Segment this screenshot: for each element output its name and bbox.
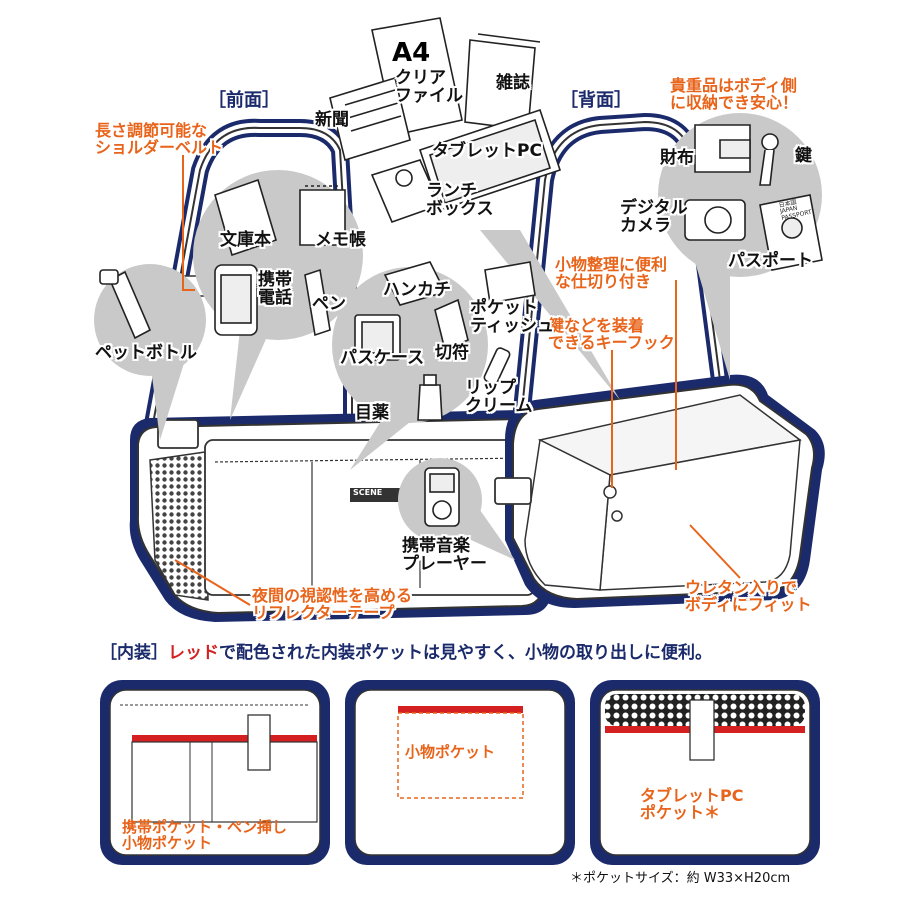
handkerchief-label: ハンカチ: [383, 280, 451, 300]
label-line: 電話: [258, 287, 292, 308]
label-line: プレーヤー: [402, 553, 487, 574]
interior-heading: ［内装］レッドで配色された内装ポケットは見やすく、小物の取り出しに便利。: [100, 643, 712, 663]
interior-red-word: レッド: [168, 643, 219, 663]
callout-line: 長さ調節可能な: [95, 121, 208, 140]
lunch-box-icon: [370, 159, 442, 224]
eye-drops-label: 目薬: [355, 403, 389, 423]
label-line: ポケット: [470, 298, 538, 318]
leader-lines: [174, 155, 741, 606]
key-icon: [761, 133, 779, 151]
label-line: カメラ: [620, 215, 671, 236]
label-line: 携帯音楽: [402, 536, 470, 556]
label-line: ランチ: [426, 181, 477, 201]
valuables-callout: 貴重品はボディ側 に収納でき安心！: [670, 76, 799, 112]
eye-drops-icon: [417, 384, 443, 421]
clear-file-label: クリア ファイル: [395, 68, 463, 106]
label-line: クリーム: [465, 395, 533, 416]
label-line: ボックス: [426, 198, 494, 219]
callout-line: に収納でき安心！: [670, 92, 799, 112]
pass-case-label: パスケース: [340, 348, 425, 368]
callout-line: リフレクターテープ: [252, 602, 395, 622]
label-line: 携帯ポケット・ペン挿し: [122, 818, 288, 836]
newspaper-label: 新聞: [315, 110, 349, 130]
memo-label: メモ帳: [315, 230, 366, 250]
label-line: ティッシュ: [470, 315, 554, 336]
music-player-label: 携帯音楽 プレーヤー: [402, 536, 487, 574]
pocket1-label: 携帯ポケット・ペン挿し 小物ポケット: [122, 818, 288, 852]
back-heading: ［背面］: [560, 90, 632, 111]
urethane-callout: ウレタン入りで ボディにフィット: [685, 578, 812, 614]
passport-label: パスポート: [728, 251, 813, 271]
reflector-callout: 夜間の視認性を高める リフレクターテープ: [252, 586, 413, 622]
callout-line: できるキーフック: [548, 332, 675, 352]
pocket-panels: [100, 680, 820, 865]
pocket-size-footnote: ＊ポケットサイズ：約 W33×H20cm: [570, 871, 791, 886]
pocket2-label: 小物ポケット: [405, 743, 496, 761]
label-line: リップ: [465, 378, 516, 398]
lunch-box-label: ランチ ボックス: [426, 181, 494, 219]
callout-line: 小物整理に便利: [555, 255, 668, 274]
paperback-icon: [214, 178, 277, 257]
callout-line: 貴重品はボディ側: [670, 76, 797, 95]
tablet-label: タブレットPC: [432, 141, 542, 161]
interior-description: で配色された内装ポケットは見やすく、小物の取り出しに便利。: [219, 643, 712, 663]
front-heading: ［前面］: [208, 90, 280, 111]
label-line: ファイル: [395, 85, 463, 106]
label-line: 携帯: [258, 270, 292, 290]
interior-prefix: ［内装］: [100, 643, 168, 663]
paperback-label: 文庫本: [220, 230, 271, 250]
callout-line: 夜間の視認性を高める: [252, 586, 413, 605]
label-line: 小物ポケット: [122, 833, 213, 852]
key-label: 鍵: [795, 146, 812, 166]
handkerchief-icon: [383, 261, 447, 306]
pet-bottle-icon: [108, 270, 152, 340]
key-hook-callout: 鍵などを装着 できるキーフック: [548, 316, 675, 352]
camera-label: デジタル カメラ: [620, 198, 688, 236]
pocket3-label: タブレットPC ポケット＊: [640, 786, 744, 822]
label-line: デジタル: [620, 198, 688, 218]
tissue-icon: [484, 261, 536, 304]
shoulder-belt-callout: 長さ調節可能な ショルダーベルト: [95, 121, 224, 157]
memo-icon: [299, 189, 346, 246]
label-line: クリア: [395, 68, 446, 88]
label-line: タブレットPC: [640, 786, 744, 805]
label-line: ポケット＊: [640, 802, 721, 822]
callout-line: 鍵などを装着: [548, 316, 645, 335]
newspaper-icon: [329, 76, 411, 162]
callout-line: ボディにフィット: [685, 594, 812, 614]
callout-line: ショルダーベルト: [95, 137, 224, 157]
pen-label: ペン: [312, 294, 346, 314]
mobile-phone-label: 携帯 電話: [258, 270, 292, 308]
callout-line: な仕切り付き: [555, 271, 652, 291]
scene-tag: SCENE: [353, 488, 383, 497]
lip-cream-icon: [483, 347, 511, 385]
item-sketches: [99, 17, 823, 527]
magazine-label: 雑誌: [496, 73, 530, 93]
ticket-icon: [434, 298, 469, 352]
pen-icon: [304, 268, 331, 337]
lip-cream-label: リップ クリーム: [465, 378, 533, 416]
ticket-label: 切符: [435, 343, 469, 363]
pocket-tissue-label: ポケット ティッシュ: [470, 298, 554, 336]
pet-bottle-label: ペットボトル: [95, 343, 197, 363]
a4-label: A4: [392, 38, 431, 68]
wallet-label: 財布: [660, 148, 694, 168]
divider-callout: 小物整理に便利 な仕切り付き: [555, 255, 668, 291]
callout-line: ウレタン入りで: [685, 578, 798, 597]
